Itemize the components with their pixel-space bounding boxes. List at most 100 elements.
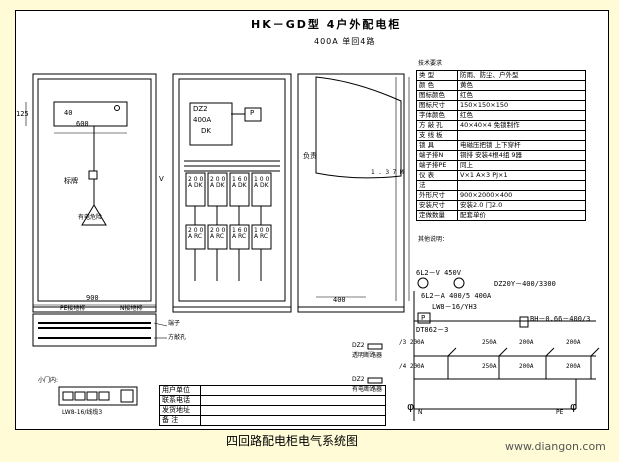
branch-breaker-label-2: 2 0 0 A DK — [210, 176, 226, 189]
spec-value: 红色 — [457, 110, 586, 121]
spec-key: 法 — [416, 180, 458, 191]
main-breaker-rating: 400A — [193, 116, 212, 124]
branch-breaker-label-1: 2 0 0 A DK — [188, 176, 204, 189]
table-row: 法 — [416, 180, 586, 191]
legend-code-2: DZ2 — [352, 376, 365, 383]
table-row: 图标颜色红色 — [416, 90, 586, 101]
dim-400: 400 — [333, 296, 346, 304]
spec-value: 防雨、防尘、户外型 — [457, 70, 586, 81]
dim-40: 40 — [64, 109, 73, 117]
dim-600: 600 — [76, 120, 89, 128]
main-breaker-p-label: P — [250, 109, 255, 117]
table-row: 字体颜色红色 — [416, 110, 586, 121]
spec-value: 铜排 安装4根4组 9器 — [457, 150, 586, 161]
table-row: 定做数量配套单价 — [416, 210, 586, 221]
dim-125: 125 — [16, 110, 29, 118]
n-bar-label: N接地排 — [120, 305, 143, 312]
table-row: 联系电话 — [159, 395, 386, 406]
meter-a-label: 6L2－A 400/5 400A — [421, 292, 492, 300]
customer-info-table: 用户单位 联系电话 发货地址 备 注 — [159, 385, 386, 426]
rc-fuse-label-3: 1 6 0 A RC — [232, 227, 248, 240]
table-row: 发货地址 — [159, 405, 386, 416]
spec-value: 黄色 — [457, 80, 586, 91]
switch-label: LW8－16/YH3 — [432, 303, 477, 311]
danger-sign — [81, 204, 107, 226]
spec-key: 端子排PE — [416, 160, 458, 171]
branch-breaker-label-4: 1 0 0 A DK — [254, 176, 270, 189]
table-row: 颜 色黄色 — [416, 80, 586, 91]
spec-key: 仪 表 — [416, 170, 458, 181]
spec-value: 900×2000×400 — [457, 190, 586, 201]
window-label: 小门内: — [38, 377, 59, 384]
legend-text-1: 透明断路器 — [352, 352, 383, 359]
phi-symbol-pe: φ — [570, 400, 578, 413]
spec-key: 图标尺寸 — [416, 100, 458, 111]
pe-bar-label: PE接地排 — [60, 305, 86, 312]
pe-label: PE — [556, 409, 564, 416]
spec-extra: 其他说明： — [418, 236, 449, 243]
terminal-label: 端子 — [168, 320, 181, 327]
drawing-subtitle: 400A 单回4路 — [314, 37, 376, 46]
branch-bot-1: /4 200A — [399, 363, 425, 370]
legend-text-2: 有电断路器 — [352, 386, 383, 393]
spec-key: 支 线 板 — [416, 130, 458, 141]
meter-switch-label: LW8-16/线缆3 — [62, 409, 103, 416]
branch-bot-4: 200A — [566, 363, 581, 370]
drawing-title: HK－GD型 4户外配电柜 — [251, 18, 402, 31]
rc-fuse-label-4: 1 0 0 A RC — [254, 227, 270, 240]
main-breaker-label: DZ2 — [193, 105, 208, 113]
meter-v-label: 6L2－V 450V — [416, 269, 461, 277]
branch-bot-3: 200A — [519, 363, 534, 370]
main-breaker-dk: DK — [201, 127, 211, 135]
spec-value: 红色 — [457, 90, 586, 101]
spec-key: 图标颜色 — [416, 90, 458, 101]
spec-header: 技术要求 — [418, 60, 443, 67]
rc-fuse-label-1: 2 0 0 A RC — [188, 227, 204, 240]
table-row: 类 型防雨、防尘、户外型 — [416, 70, 586, 81]
door-lock — [114, 105, 120, 111]
arrester-label: DT862－3 — [416, 326, 449, 334]
spec-value: 配套单价 — [457, 210, 586, 221]
legend-breaker-2 — [367, 377, 383, 384]
spec-value: V×1 A×3 PJ×1 — [457, 170, 586, 181]
ammeter — [453, 277, 465, 289]
spec-value — [457, 130, 586, 141]
side-cabinet-outline — [297, 73, 405, 308]
branch-breaker-label-3: 1 6 0 A DK — [232, 176, 248, 189]
branch-bot-2: 250A — [482, 363, 497, 370]
main-breaker — [189, 102, 233, 146]
drawing-sheet: HK－GD型 4户外配电柜 400A 单回4路 — [15, 10, 609, 430]
danger-label: 有电危险 — [78, 214, 103, 221]
spec-key: 颜 色 — [416, 80, 458, 91]
watermark: www.diangon.com — [505, 440, 606, 453]
n-label: N — [418, 409, 423, 416]
nameplate — [53, 101, 128, 127]
table-row: 支 线 板 — [416, 130, 586, 141]
side-door-curve — [315, 76, 402, 179]
arrester-box — [519, 316, 529, 328]
spec-key: 定做数量 — [416, 210, 458, 221]
voltmeter — [417, 277, 429, 289]
rc-fuse-label-2: 2 0 0 A RC — [210, 227, 226, 240]
dim-900: 900 — [86, 294, 99, 302]
branch-top-2: 250A — [482, 339, 497, 346]
knock-hole-label: 方敲孔 — [168, 334, 187, 341]
spec-key: 端子排N — [416, 150, 458, 161]
spec-key: 类 型 — [416, 70, 458, 81]
spec-key: 外形尺寸 — [416, 190, 458, 201]
schematic-p-label: P — [421, 314, 426, 322]
branch-top-4: 200A — [566, 339, 581, 346]
table-row: 锁 具电磁压把锁 上下穿杆 — [416, 140, 586, 151]
base-plate — [32, 313, 157, 347]
spec-value: 150×150×150 — [457, 100, 586, 111]
figure-caption: 四回路配电柜电气系统图 — [226, 434, 359, 448]
spec-value: 同上 — [457, 160, 586, 171]
spec-key: 锁 具 — [416, 140, 458, 151]
front-door — [37, 78, 152, 302]
dim-height: 1 . 3 7 M — [371, 169, 404, 176]
